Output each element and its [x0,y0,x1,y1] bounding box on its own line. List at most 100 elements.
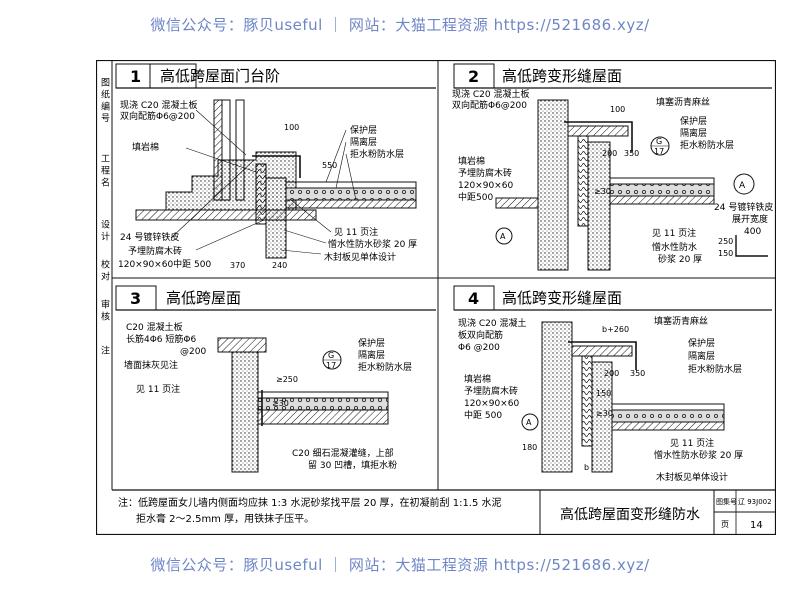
sidebar-item: 工 程 名 [99,154,110,188]
note-label: 憎水性防水砂浆 20 厚 [328,238,417,250]
dimension: 350 [630,369,645,378]
note-label: 现浇 C20 混凝土板 [120,99,197,111]
panel-number: 3 [130,289,141,308]
note-label: 展开宽度 [732,213,768,225]
note-label: 填岩棉 [464,373,491,385]
detail-ref: A [500,232,506,241]
detail-ref: A [526,418,532,427]
panel-title: 高低跨变形缝屋面 [502,67,622,85]
note-label: @200 [180,347,206,357]
page-number: 14 [750,520,763,531]
note-label: 保护层 [350,124,377,136]
note-label: 见 11 页注 [652,227,696,239]
note-line: 注：低跨屋面女儿墙内侧面均应抹 1:3 水泥砂浆找平层 20 厚，在初凝前刮 1… [118,496,502,509]
panel-number: 1 [130,67,141,86]
note-label: C20 细石混凝灌缝，上部 [292,447,394,459]
dimension: 100 [284,123,299,132]
detail-ref: G [656,137,662,146]
note-label: 见 11 页注 [670,437,714,449]
sidebar: 图 纸 编 号 工 程 名 设 计 校 对 审 核 注 [99,78,110,355]
note-label: 24 号镀锌铁皮 [120,231,179,243]
note-label: 填岩棉 [458,155,485,167]
dimension: 250 [718,237,733,246]
note-label: 见 11 页注 [136,383,180,395]
dimension: 240 [272,261,287,270]
note-label: 予埋防腐木砖 [128,245,182,257]
note-label: Φ6 @200 [458,343,500,353]
note-label: 拒水粉防水层 [688,363,742,375]
detail-ref: A [739,181,746,191]
set-value: 辽 93J002 [738,498,772,506]
note-label: 120×90×60 [458,181,513,191]
panel-title: 高低跨变形缝屋面 [502,289,622,307]
panel-1: 1 高低跨屋面门台阶 现浇 C20 混凝土板 双向配筋Φ6@200 填岩棉 [115,63,436,270]
watermark-top: 微信公众号：豚贝useful ｜ 网站：大猫工程资源 https://52168… [150,16,650,34]
dimension: 200 [602,149,617,158]
note-label: 双向配筋Φ6@200 [452,99,527,111]
note-label: 憎水性防水砂浆 20 厚 [654,449,743,461]
note-label: 双向配筋Φ6@200 [120,110,195,122]
note-label: 填塞沥青麻丝 [656,96,710,108]
note-label: 见 11 页注 [334,226,378,238]
note-label: 拒水粉防水层 [680,139,734,151]
dimension: ≥30 [272,399,289,408]
note-label: 拒水粉防水层 [358,361,412,373]
note-label: 保护层 [688,337,715,349]
dimension: ≥30 [594,187,611,196]
note-label: 砂浆 20 厚 [658,253,702,265]
dimension: b [584,463,589,472]
note-label: 隔离层 [358,349,385,361]
detail-ref: 17 [654,147,664,156]
sidebar-item: 设 计 [99,219,110,241]
note-label: 木封板见单体设计 [324,251,396,263]
panel-4: 4 高低跨变形缝屋面 A 现浇 C20 混凝土 板双向配筋 Φ6 @200 填塞… [453,285,772,483]
note-label: 填岩棉 [132,141,159,153]
sidebar-item: 图 纸 编 号 [99,78,110,124]
dimension: 150 [596,389,611,398]
detail-ref: 17 [326,361,336,370]
note-label: C20 混凝土板 [126,321,183,333]
dimension: ≥30 [596,409,613,418]
note-label: 予埋防腐木砖 [458,167,512,179]
note-label: 拒水粉防水层 [350,148,404,160]
detail-ref: G [328,351,334,360]
note-label: 现浇 C20 混凝土 [458,317,526,329]
panel-number: 2 [468,67,479,86]
note-label: 墙面抹灰见注 [124,359,178,371]
note-label: 400 [744,227,761,237]
drawing-sheet: 图 纸 编 号 工 程 名 设 计 校 对 审 核 注 1 高低跨屋面门台阶 [96,60,776,535]
note-label: 隔离层 [688,350,715,362]
note-label: 填塞沥青麻丝 [654,315,708,327]
sidebar-item: 注 [99,344,110,354]
dimension: 180 [522,443,537,452]
panel-2: 2 高低跨变形缝屋面 G 17 A A 现浇 C20 混凝土板 双向配筋Φ6@2… [452,63,773,271]
note-label: 憎水性防水 [652,241,697,253]
sidebar-item: 校 对 [99,258,110,280]
note-label: 中距500 [458,191,493,203]
dimension: ≥250 [276,375,298,384]
panel-title: 高低跨屋面 [166,289,241,307]
dimension: 100 [610,105,625,114]
panel-title: 高低跨屋面门台阶 [160,67,280,85]
note-label: 木封板见单体设计 [656,471,728,483]
note-label: 现浇 C20 混凝土板 [452,88,529,100]
note-label: 24 号镀锌铁皮 [714,201,773,213]
note-label: 120×90×60中距 500 [118,258,211,270]
note-label: 隔离层 [680,127,707,139]
dimension: 350 [624,149,639,158]
sheet-title: 高低跨屋面变形缝防水 [560,506,700,523]
set-label: 图集号 [716,497,737,506]
note-label: 留 30 凹槽，填拒水粉 [308,459,397,471]
note-label: 长筋4Φ6 短筋Φ6 [126,333,196,345]
note-label: 120×90×60 [464,399,519,409]
dimension: 150 [718,249,733,258]
page-label: 页 [721,520,729,529]
note-label: 板双向配筋 [458,329,503,341]
sidebar-item: 审 核 [99,298,110,321]
panel-number: 4 [468,289,479,308]
dimension: 200 [604,369,619,378]
note-label: 予埋防腐木砖 [464,385,518,397]
note-line: 拒水膏 2～2.5mm 厚，用铁抹子压平。 [136,512,314,525]
watermark-bottom: 微信公众号：豚贝useful ｜ 网站：大猫工程资源 https://52168… [150,556,650,574]
dimension: b+260 [602,325,629,334]
